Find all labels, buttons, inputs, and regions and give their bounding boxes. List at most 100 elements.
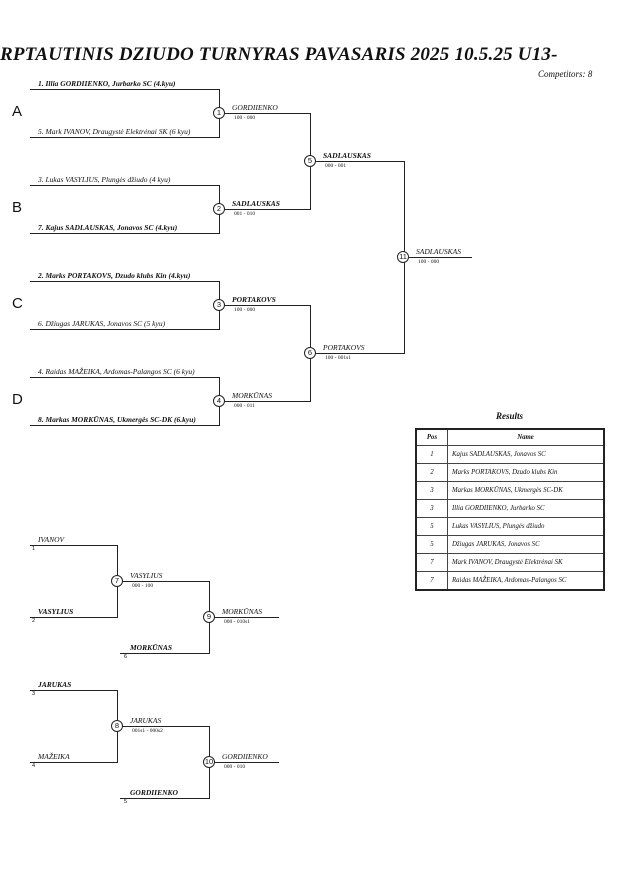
- results-header-row: Pos Name: [415, 428, 605, 446]
- match-score: 000 - 010: [224, 764, 246, 770]
- match-score: 000 - 011: [234, 403, 255, 409]
- result-name: Markas MORKŪNAS, Ukmergės SC-DK: [447, 481, 605, 500]
- bracket-line: [30, 281, 220, 282]
- result-name: Mark IVANOV, Draugystė Elektrėnai SK: [447, 553, 605, 572]
- bracket-line: [30, 762, 118, 763]
- tournament-title: RPTAUTINIS DZIUDO TURNYRAS PAVASARIS 202…: [0, 44, 558, 65]
- results-title: Results: [496, 411, 524, 421]
- result-pos: 3: [415, 481, 448, 500]
- bracket-line: [30, 690, 118, 691]
- match-score: 000 - 100: [132, 583, 154, 589]
- match-winner: SADLAUSKAS: [232, 199, 280, 208]
- bracket-line: [117, 581, 210, 582]
- bracket-line: [30, 617, 118, 618]
- match-number: 10: [203, 756, 215, 768]
- competitor-entry: 1. Illia GORDIIENKO, Jurbarko SC (4.kyu): [38, 79, 176, 88]
- bracket-line: [404, 257, 472, 258]
- bracket-line: [120, 798, 210, 799]
- match-score: 100 - 000: [418, 259, 440, 265]
- match-score: 100 - 000: [234, 307, 256, 313]
- bracket-line: [219, 113, 311, 114]
- final-winner: SADLAUSKAS: [416, 247, 461, 256]
- result-pos: 1: [415, 445, 448, 464]
- match-score: 100 - 001s1: [325, 355, 351, 361]
- match-number: 5: [304, 155, 316, 167]
- bracket-line: [120, 653, 210, 654]
- competitor-entry: 5. Mark IVANOV, Draugystė Elektrėnai SK …: [38, 127, 191, 136]
- match-winner: JARUKAS: [130, 716, 162, 725]
- repechage-competitor: GORDIIENKO: [130, 788, 178, 797]
- group-c-label: C: [12, 295, 23, 312]
- result-name: Džiugas JARUKAS, Jonavos SC: [447, 535, 605, 554]
- bracket-line: [30, 425, 220, 426]
- repechage-competitor: VASYLIUS: [38, 607, 74, 616]
- seed-number: 2: [32, 618, 36, 624]
- competitor-entry: 8. Markas MORKŪNAS, Ukmergės SC-DK (6.ky…: [38, 415, 196, 424]
- bracket-line: [30, 185, 220, 186]
- repechage-competitor: MORKŪNAS: [130, 643, 173, 652]
- repechage-competitor: MAŽEIKA: [38, 752, 70, 761]
- bracket-line: [30, 377, 220, 378]
- match-number: 2: [213, 203, 225, 215]
- bracket-line: [30, 233, 220, 234]
- bracket-line: [30, 329, 220, 330]
- seed-number: 6: [124, 654, 128, 660]
- result-name: Marks PORTAKOVS, Dzudo klubs Kin: [447, 463, 605, 482]
- match-score: 001 - 010: [234, 211, 256, 217]
- competitor-entry: 6. Džiugas JARUKAS, Jonavos SC (5 kyu): [38, 319, 166, 328]
- competitor-entry: 4. Raidas MAŽEIKA, Ardomas-Palangos SC (…: [38, 367, 195, 376]
- match-number: 9: [203, 611, 215, 623]
- group-d-label: D: [12, 391, 23, 408]
- match-number: 8: [111, 720, 123, 732]
- result-pos: 7: [415, 553, 448, 572]
- match-number: 6: [304, 347, 316, 359]
- bracket-line: [219, 305, 311, 306]
- bracket-line: [310, 161, 405, 162]
- bracket-line: [30, 89, 220, 90]
- result-name: Raidas MAŽEIKA, Ardomas-Palangos SC: [447, 571, 605, 591]
- match-score: 000 - 001: [325, 163, 347, 169]
- seed-number: 4: [32, 763, 36, 769]
- result-pos: 7: [415, 571, 448, 591]
- match-winner: PORTAKOVS: [323, 343, 365, 352]
- result-name: Illia GORDIIENKO, Jurbarko SC: [447, 499, 605, 518]
- group-b-label: B: [12, 199, 23, 216]
- result-pos: 3: [415, 499, 448, 518]
- column-header-pos: Pos: [415, 428, 448, 446]
- result-pos: 5: [415, 517, 448, 536]
- group-a-label: A: [12, 103, 23, 120]
- column-header-name: Name: [447, 428, 605, 446]
- seed-number: 1: [32, 546, 36, 552]
- competitor-entry: 3. Lukas VASYLIUS, Plungės džiudo (4 kyu…: [38, 175, 171, 184]
- match-winner: GORDIIENKO: [232, 103, 278, 112]
- repechage-competitor: JARUKAS: [38, 680, 72, 689]
- bracket-line: [30, 545, 118, 546]
- result-name: Kajus SADLAUSKAS, Jonavos SC: [447, 445, 605, 464]
- match-winner: MORKŪNAS: [232, 391, 272, 400]
- match-score: 000 - 010s1: [224, 619, 250, 625]
- match-winner: GORDIIENKO: [222, 752, 268, 761]
- match-number: 4: [213, 395, 225, 407]
- competitor-entry: 7. Kajus SADLAUSKAS, Jonavos SC (4.kyu): [38, 223, 178, 232]
- match-score: 001s1 - 000s2: [132, 728, 163, 734]
- bracket-line: [219, 209, 311, 210]
- competitor-entry: 2. Marks PORTAKOVS, Dzudo klubs Kin (4.k…: [38, 271, 191, 280]
- seed-number: 3: [32, 691, 36, 697]
- repechage-competitor: IVANOV: [38, 535, 65, 544]
- seed-number: 5: [124, 799, 128, 805]
- match-winner: MORKŪNAS: [222, 607, 262, 616]
- match-winner: PORTAKOVS: [232, 295, 276, 304]
- result-name: Lukas VASYLIUS, Plungės džiudo: [447, 517, 605, 536]
- result-pos: 5: [415, 535, 448, 554]
- bracket-line: [30, 137, 220, 138]
- match-number: 7: [111, 575, 123, 587]
- bracket-line: [209, 617, 279, 618]
